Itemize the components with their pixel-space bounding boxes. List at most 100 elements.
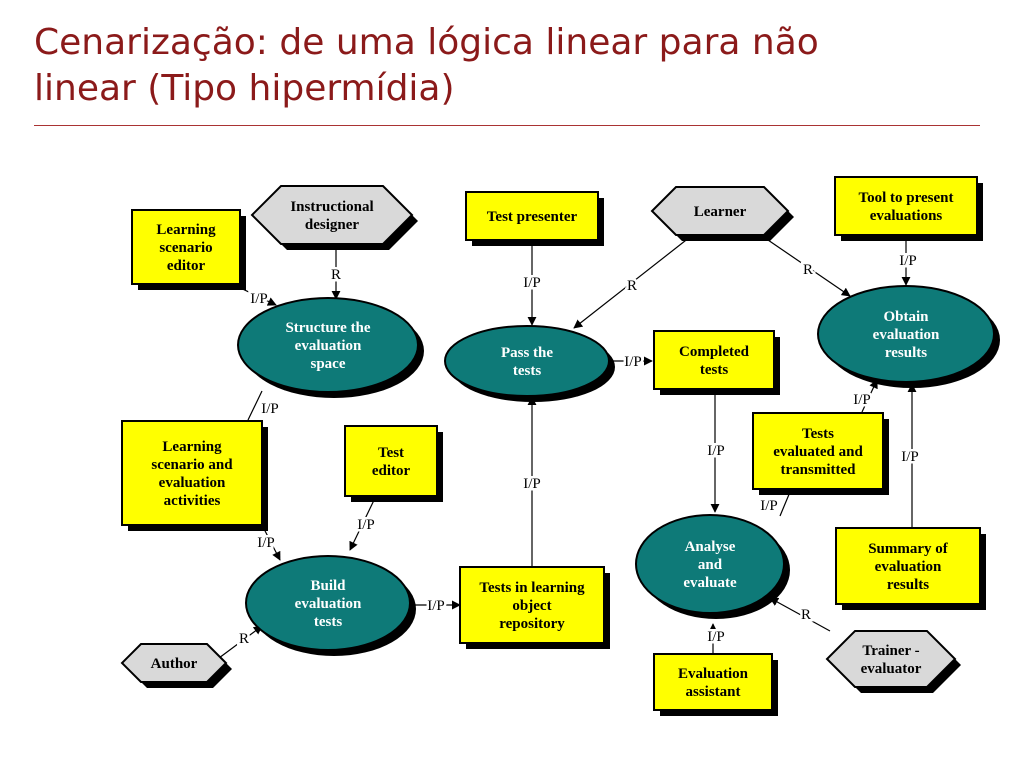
slide-title: Cenarização: de uma lógica linear para n… (34, 20, 984, 112)
node-label: Summary of (868, 541, 949, 557)
title-line-1: Cenarização: de uma lógica linear para n… (34, 22, 819, 63)
edge-label: I/P (707, 629, 725, 645)
title-line-2: linear (Tipo hipermídia) (34, 68, 455, 109)
node-box (834, 176, 978, 236)
edge-evaluated-obtain (861, 379, 878, 413)
process-pass-the-tests: Pass the tests (444, 325, 615, 402)
node-label: scenario (159, 240, 212, 256)
node-box (459, 566, 605, 644)
edge-label: R (803, 262, 813, 278)
resource-tool-to-present-evaluations: Tool to present evaluations (834, 176, 983, 241)
edge-testeditor-build (349, 495, 377, 551)
edge-label: R (801, 607, 811, 623)
node-label: evaluate (683, 575, 737, 591)
connectors (218, 236, 917, 659)
edge-learner-obtain (767, 239, 851, 297)
edge-label: R (627, 278, 637, 294)
edge-label: I/P (760, 498, 778, 514)
edge-label: I/P (523, 476, 541, 492)
edge-structure-activities (247, 390, 263, 421)
edge-label: I/P (624, 354, 642, 370)
node-label: results (887, 577, 929, 593)
node-label: Structure the (285, 320, 370, 336)
edge-learner-pass (573, 236, 691, 329)
node-label: designer (305, 217, 360, 233)
node-label: Pass the (501, 345, 553, 361)
node-box (752, 412, 884, 490)
node-label: evaluator (861, 661, 922, 677)
node-ellipse (237, 297, 419, 393)
node-label: Obtain (883, 309, 929, 325)
edge-label: R (331, 267, 341, 283)
node-hexagon (120, 643, 228, 683)
node-label: Test presenter (487, 209, 578, 225)
node-box (121, 420, 263, 526)
node-label: and (698, 557, 723, 573)
edge-label: I/P (707, 443, 725, 459)
edge-analyse-evaluated (779, 491, 791, 517)
process-obtain-evaluation-results: Obtain evaluation results (817, 285, 1000, 388)
node-label: repository (499, 616, 565, 632)
edge-label: R (239, 631, 249, 647)
node-label: evaluated and (773, 444, 863, 460)
node-hexagon (825, 630, 957, 688)
edge-author-build (218, 625, 263, 659)
resource-learning-scenario-activities: Learning scenario and evaluation activities (121, 420, 268, 531)
actor-learner: Learner (650, 186, 794, 241)
node-label: Learning (162, 439, 222, 455)
node-label: Completed (679, 344, 750, 360)
node-label: editor (372, 463, 411, 479)
edge-label: I/P (261, 401, 279, 417)
actor-author: Author (120, 643, 232, 688)
edge-label: I/P (257, 535, 275, 551)
node-label: object (512, 598, 551, 614)
node-ellipse (635, 514, 785, 614)
edge-label: I/P (899, 253, 917, 269)
node-label: evaluations (870, 208, 943, 224)
process-build-evaluation-tests: Build evaluation tests (245, 555, 416, 656)
node-ellipse (817, 285, 995, 383)
node-label: scenario and (151, 457, 233, 473)
process-analyse-and-evaluate: Analyse and evaluate (635, 514, 790, 619)
node-label: assistant (685, 684, 740, 700)
edge-label: I/P (250, 291, 268, 307)
edge-label: I/P (853, 392, 871, 408)
edge-trainer-analyse (769, 597, 831, 632)
node-label: evaluation (295, 596, 362, 612)
node-label: Author (151, 656, 198, 672)
node-ellipse (245, 555, 411, 651)
node-box (653, 330, 775, 390)
node-box (653, 653, 773, 711)
node-label: results (885, 345, 927, 361)
node-label: Tool to present (858, 190, 953, 206)
node-label: tests (314, 614, 342, 630)
node-label: Learner (694, 204, 747, 220)
resource-learning-scenario-editor: Learning scenario editor (131, 209, 246, 290)
node-label: editor (167, 258, 206, 274)
node-label: Evaluation (678, 666, 749, 682)
node-box (131, 209, 241, 285)
node-hexagon (650, 186, 790, 236)
node-label: evaluation (873, 327, 940, 343)
node-label: activities (164, 493, 221, 509)
node-label: Trainer - (862, 643, 919, 659)
resource-test-presenter: Test presenter (465, 191, 604, 246)
resource-tests-repository: Tests in learning object repository (459, 566, 610, 649)
node-ellipse (444, 325, 610, 397)
edge-label: I/P (523, 275, 541, 291)
node-label: evaluation (159, 475, 226, 491)
node-label: Analyse (685, 539, 736, 555)
node-label: tests (513, 363, 541, 379)
node-label: space (311, 356, 346, 372)
node-label: Build (310, 578, 346, 594)
node-label: Learning (156, 222, 216, 238)
node-label: Tests in learning (479, 580, 585, 596)
node-box (465, 191, 599, 241)
node-label: Instructional (290, 199, 373, 215)
resource-evaluation-assistant: Evaluation assistant (653, 653, 778, 716)
edge-label: I/P (357, 517, 375, 533)
